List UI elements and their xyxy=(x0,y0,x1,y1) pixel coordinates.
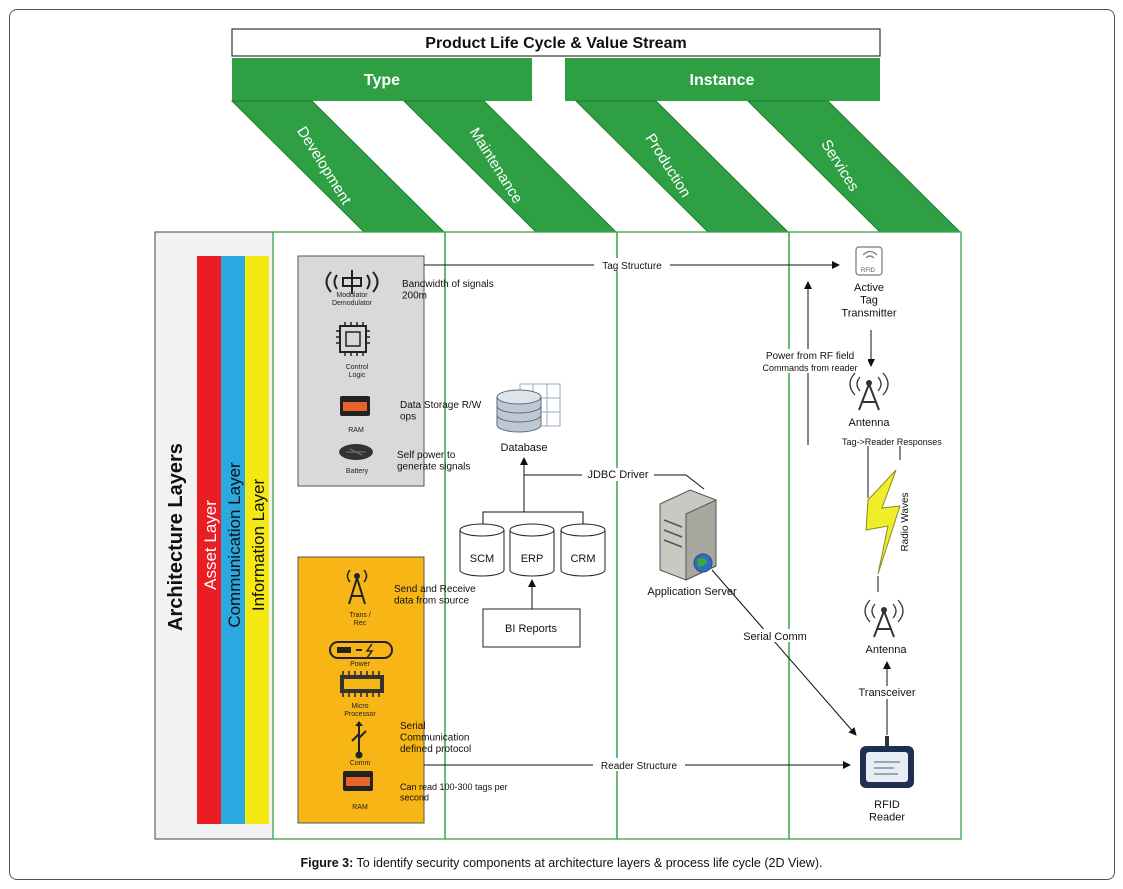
communication-layer-strip xyxy=(221,256,245,824)
scm-label: SCM xyxy=(470,553,494,565)
figure-frame xyxy=(9,9,1115,880)
transceiver-label: Transceiver xyxy=(858,687,915,699)
scm-cylinder xyxy=(459,523,505,577)
erp-label: ERP xyxy=(521,553,544,565)
bi-reports-label: BI Reports xyxy=(505,623,557,635)
power-icon xyxy=(329,641,393,659)
power-label: Power xyxy=(350,661,371,668)
antenna-top-icon xyxy=(849,372,889,411)
rfid-tag-badge: RFID xyxy=(861,268,876,274)
erp-cylinder xyxy=(509,523,555,577)
battery-label: Battery xyxy=(346,468,369,475)
communication-layer-label: Communication Layer xyxy=(225,462,244,628)
database-icon xyxy=(496,383,561,433)
trans-rec-icon xyxy=(346,569,368,605)
app-server-label: Application Server xyxy=(647,586,737,598)
tag-structure-label: Tag Structure xyxy=(602,261,662,272)
figure-caption: Figure 3: To identify security component… xyxy=(0,856,1123,870)
modulator-icon xyxy=(325,270,379,294)
battery-icon xyxy=(339,444,373,460)
power-rf-label: Power from RF field xyxy=(766,351,854,362)
control-logic-icon xyxy=(336,322,370,356)
instance-label: Instance xyxy=(690,72,755,89)
tag-structure-label-bg xyxy=(594,258,670,271)
reader-ram-icon xyxy=(343,771,373,791)
information-layer-label: Information Layer xyxy=(249,479,268,612)
responses-label: Tag->Reader Responses xyxy=(842,437,942,447)
radio-waves-label: Radio Waves xyxy=(900,492,911,551)
tag-ram-icon xyxy=(340,396,370,416)
tag-ram-label: RAM xyxy=(348,427,364,434)
microprocessor-icon xyxy=(340,671,384,697)
title-text: Product Life Cycle & Value Stream xyxy=(425,35,686,52)
caption-label: Figure 3: xyxy=(300,856,354,870)
phase-band-development xyxy=(230,100,446,233)
column-services xyxy=(788,231,962,840)
phase-band-production xyxy=(574,100,790,233)
type-label: Type xyxy=(364,72,400,89)
transceiver-label-bg xyxy=(852,686,922,699)
serial-comm-label-bg xyxy=(740,629,810,642)
bi-reports-box xyxy=(482,608,581,648)
jdbc-label: JDBC Driver xyxy=(587,469,648,481)
asset-layer-label: Asset Layer xyxy=(201,500,220,590)
application-server-icon xyxy=(659,489,717,581)
serial-comm-label: Serial Comm xyxy=(743,631,807,643)
reader-structure-label: Reader Structure xyxy=(601,761,678,772)
phase-band-maintenance xyxy=(402,100,618,233)
instance-bar xyxy=(565,58,880,101)
phase-band-services xyxy=(746,100,962,233)
trans-rec-label: Trans /Rec xyxy=(349,612,371,627)
title-bar xyxy=(231,28,881,57)
rfid-tag-icon xyxy=(855,246,883,276)
systems-bracket xyxy=(482,511,584,526)
serial-comm-line xyxy=(711,569,857,736)
database-label: Database xyxy=(500,442,547,454)
rf-notes-bg xyxy=(752,349,868,373)
antenna-top-label: Antenna xyxy=(849,417,891,429)
rfid-reader-icon xyxy=(860,736,914,788)
crm-label: CRM xyxy=(570,553,595,565)
asset-layer-strip xyxy=(197,256,221,824)
antenna-bottom-icon xyxy=(864,599,904,638)
radio-waves-bolt xyxy=(865,469,901,575)
commands-label: Commands from reader xyxy=(762,363,857,373)
reader-ram-label: RAM xyxy=(352,804,368,811)
jdbc-label-bg xyxy=(582,468,654,481)
type-bar xyxy=(232,58,532,101)
usb-comm-icon xyxy=(351,721,367,759)
information-layer-strip xyxy=(245,256,269,824)
crm-cylinder xyxy=(560,523,606,577)
reader-structure-label-bg xyxy=(593,758,685,771)
comm-label: Comm xyxy=(350,760,371,767)
caption-text: To identify security components at archi… xyxy=(353,856,823,870)
architecture-layers-label: Architecture Layers xyxy=(165,443,187,631)
antenna-bottom-label: Antenna xyxy=(866,644,908,656)
